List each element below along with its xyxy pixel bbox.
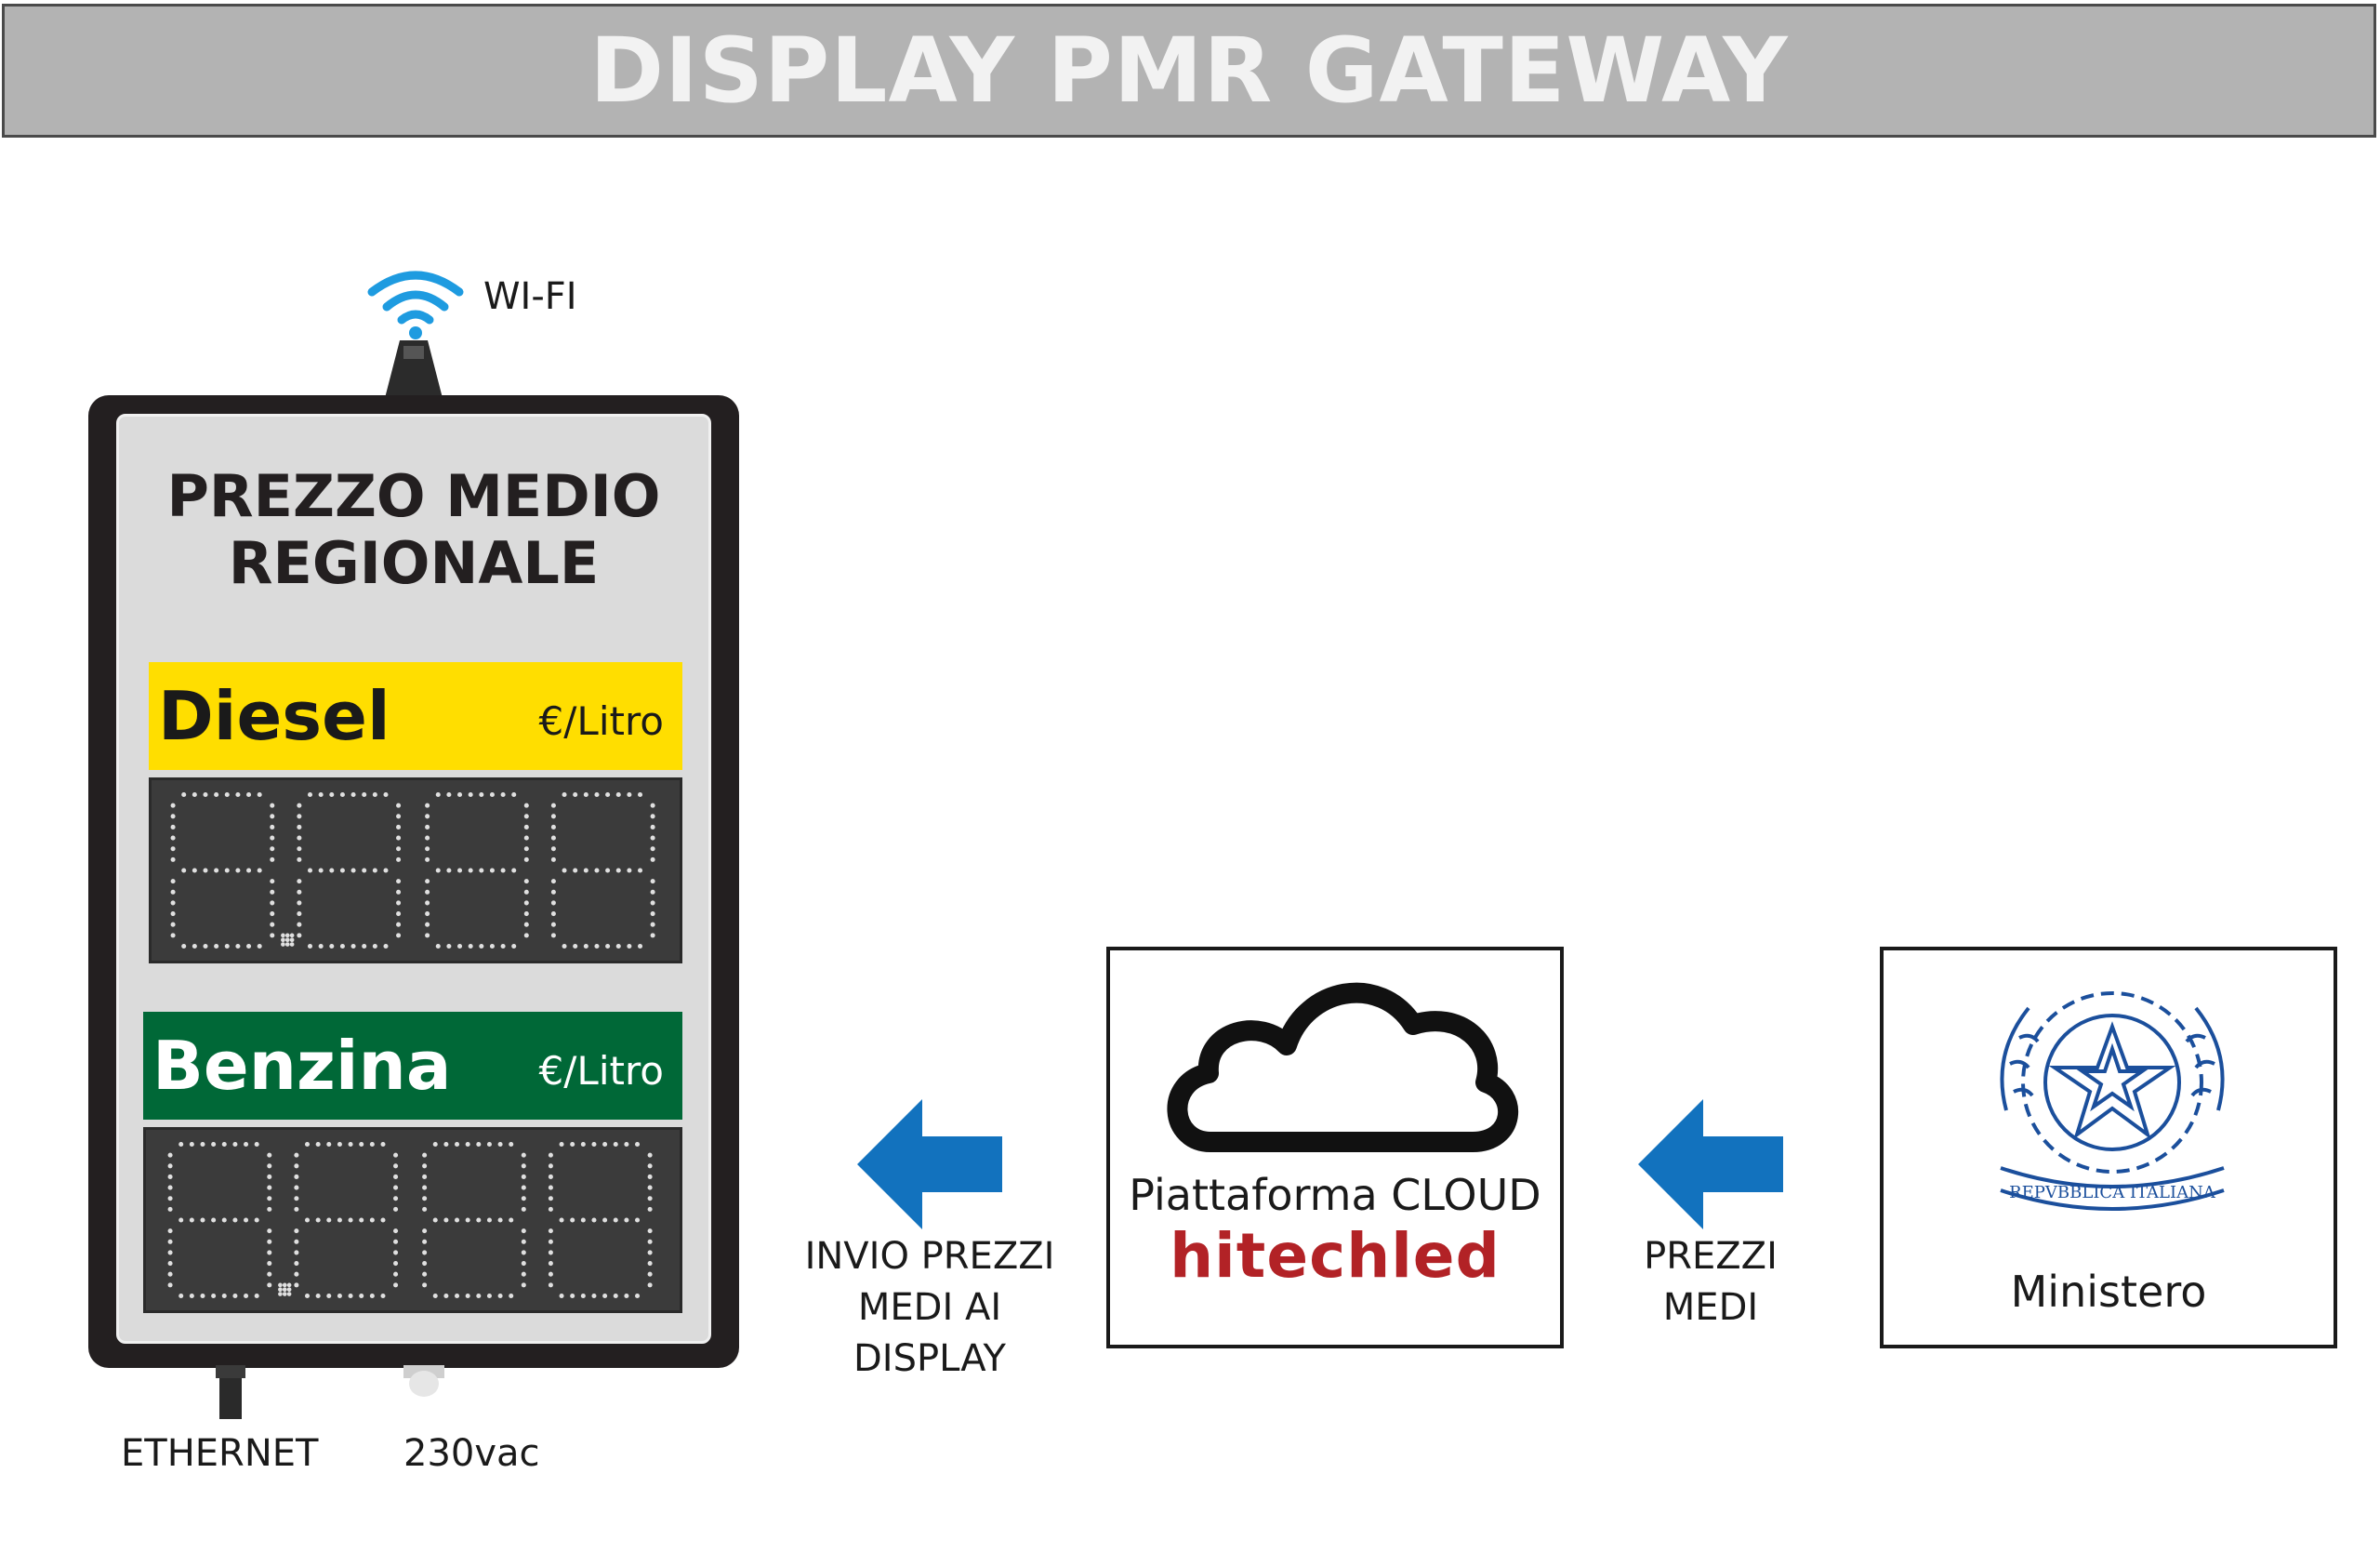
display-title-line2: REGIONALE: [228, 529, 600, 597]
wifi-label: WI-FI: [483, 275, 577, 318]
ethernet-plug-icon: [216, 1365, 245, 1419]
ministry-label: Ministero: [2010, 1267, 2207, 1317]
send-prices-line2: MEDI AI: [857, 1286, 1002, 1329]
diesel-label: Diesel: [158, 677, 390, 755]
ministry-box: REPVBBLICA ITALIANA Ministero: [1880, 947, 2337, 1348]
average-prices-line2: MEDI: [1662, 1286, 1759, 1329]
send-prices-label: INVIO PREZZI MEDI AI DISPLAY: [781, 1231, 1078, 1385]
benzina-band: Benzina €/Litro: [143, 1012, 682, 1120]
cloud-caption: Piattaforma CLOUD: [1129, 1170, 1541, 1220]
arrow-left-icon: [1638, 1099, 1783, 1229]
header-bar: DISPLAY PMR GATEWAY: [2, 4, 2376, 138]
diesel-led-digits: [149, 777, 682, 963]
wifi-icon: [367, 271, 464, 339]
ethernet-label: ETHERNET: [121, 1432, 319, 1475]
diesel-band: Diesel €/Litro: [149, 662, 682, 770]
display-title: PREZZO MEDIO REGIONALE: [119, 463, 708, 597]
price-display-device: PREZZO MEDIO REGIONALE Diesel €/Litro Be…: [88, 395, 739, 1368]
cloud-platform-box: Piattaforma CLOUD hitechled: [1106, 947, 1564, 1348]
italian-emblem-icon: REPVBBLICA ITALIANA: [1998, 991, 2227, 1211]
benzina-label: Benzina: [152, 1027, 452, 1105]
cloud-icon: [1167, 982, 1519, 1152]
antenna-icon: [385, 340, 443, 398]
benzina-led-digits: [143, 1127, 682, 1313]
power-label: 230vac: [403, 1432, 540, 1475]
display-title-line1: PREZZO MEDIO: [166, 462, 661, 530]
benzina-unit: €/Litro: [538, 1047, 664, 1094]
average-prices-label: PREZZI MEDI: [1580, 1231, 1841, 1334]
send-prices-line3: DISPLAY: [853, 1337, 1006, 1380]
power-plug-icon: [403, 1365, 444, 1397]
display-face: PREZZO MEDIO REGIONALE Diesel €/Litro Be…: [116, 414, 711, 1344]
arrow-left-icon: [857, 1099, 1002, 1229]
hitechled-logo: hitechled: [1170, 1220, 1501, 1292]
page-title: DISPLAY PMR GATEWAY: [589, 19, 1789, 123]
diesel-unit: €/Litro: [538, 697, 664, 744]
average-prices-line1: PREZZI: [1644, 1235, 1778, 1278]
send-prices-line1: INVIO PREZZI: [804, 1235, 1055, 1278]
emblem-ribbon-text: REPVBBLICA ITALIANA: [2009, 1183, 2216, 1202]
